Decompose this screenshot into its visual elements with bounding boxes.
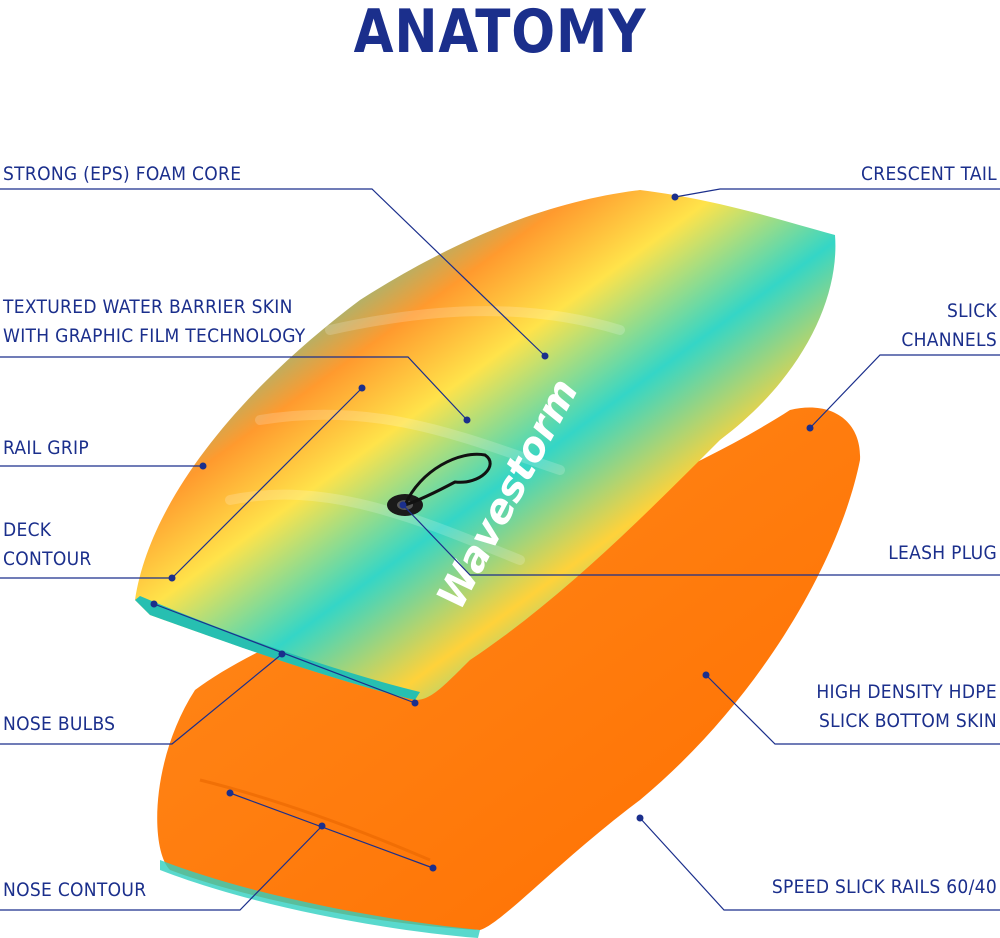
page-title: ANATOMY <box>353 0 647 67</box>
label-leash-plug: LEASH PLUG <box>888 542 997 564</box>
board-deck <box>135 190 836 700</box>
label-slick-channels: SLICK CHANNELS <box>901 300 997 351</box>
callout-lines <box>0 188 1000 911</box>
callout-dots <box>150 193 814 872</box>
label-textured-skin: TEXTURED WATER BARRIER SKIN WITH GRAPHIC… <box>3 296 306 347</box>
label-nose-bulbs: NOSE BULBS <box>3 713 116 735</box>
leash-cord <box>403 452 492 507</box>
label-rail-grip: RAIL GRIP <box>3 437 89 459</box>
board-bottom-rail <box>160 860 480 938</box>
label-deck-contour: DECK CONTOUR <box>3 519 92 570</box>
label-crescent-tail: CRESCENT TAIL <box>861 163 997 185</box>
deck-swirl <box>225 306 625 565</box>
nose-contour-groove <box>199 778 431 862</box>
label-foam-core: STRONG (EPS) FOAM CORE <box>3 163 242 185</box>
label-hdpe-bottom: HIGH DENSITY HDPE SLICK BOTTOM SKIN <box>816 681 997 732</box>
label-nose-contour: NOSE CONTOUR <box>3 879 147 901</box>
board-bottom-skin <box>157 407 861 930</box>
board-deck-rail <box>135 596 420 700</box>
label-speed-rails: SPEED SLICK RAILS 60/40 <box>771 876 997 898</box>
